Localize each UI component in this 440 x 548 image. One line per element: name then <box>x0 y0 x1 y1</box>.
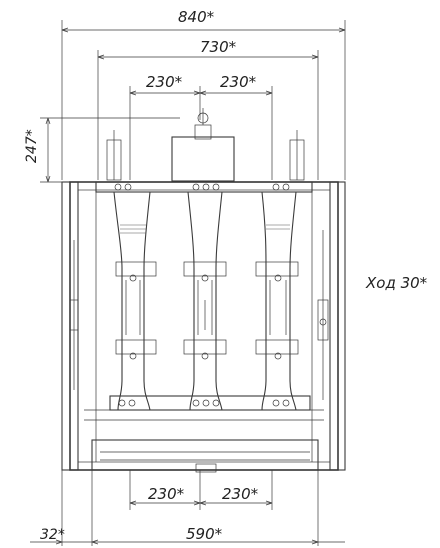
main-frame <box>61 181 346 471</box>
label-230-bottom-right: 230* <box>222 485 259 503</box>
pole-center <box>183 191 227 411</box>
bolt-row-top <box>114 183 290 191</box>
dimension-base: 32* 590* <box>30 470 345 546</box>
label-730: 730* <box>200 38 237 56</box>
label-32: 32* <box>40 527 65 543</box>
bottom-busbar <box>109 395 311 411</box>
upper-terminals <box>106 130 305 181</box>
dimension-230-bottom: 230* 230* <box>129 470 273 510</box>
label-840: 840* <box>178 8 215 26</box>
top-busbar <box>95 181 313 193</box>
dimension-247: 247* <box>24 117 180 183</box>
base-truck <box>91 439 319 520</box>
pole-left <box>113 191 157 411</box>
label-230-top-right: 230* <box>220 73 257 91</box>
label-230-top-left: 230* <box>146 73 183 91</box>
dimension-730: 730* <box>97 38 319 180</box>
dimension-230-top: 230* 230* <box>129 73 273 180</box>
label-stroke: Ход 30* <box>365 274 428 292</box>
pole-right <box>255 191 299 411</box>
top-housing <box>171 108 235 182</box>
side-mechanism <box>69 230 329 400</box>
label-230-bottom-left: 230* <box>148 485 185 503</box>
dimension-840: 840* <box>61 8 346 180</box>
label-590: 590* <box>186 525 223 543</box>
label-247: 247* <box>24 129 40 163</box>
